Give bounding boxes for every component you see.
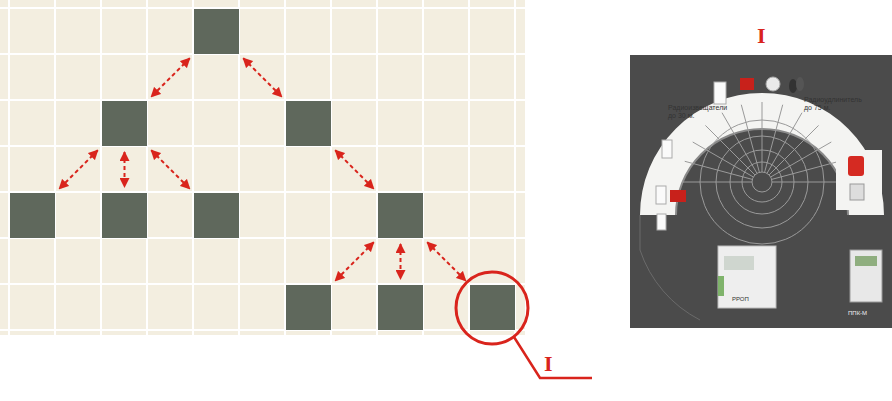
callout-number: I: [544, 352, 574, 376]
network-node: [378, 285, 423, 330]
network-node: [10, 193, 55, 238]
highlight-circle: [456, 272, 528, 344]
link-arrow: [243, 58, 282, 97]
link-arrow: [151, 58, 190, 97]
network-node: [102, 193, 147, 238]
link-arrow: [151, 150, 190, 189]
network-node: [286, 101, 331, 146]
link-arrow: [427, 242, 466, 281]
grid-field: [0, 0, 525, 335]
link-arrow: [335, 242, 374, 281]
link-arrow: [59, 150, 98, 189]
network-node: [194, 9, 239, 54]
device-label: РРОП: [732, 296, 772, 303]
network-node: [470, 285, 515, 330]
leader-line: [514, 337, 592, 378]
link-arrow: [400, 244, 402, 279]
device-label: Радиоудлинитель до 75 м.: [804, 96, 862, 111]
link-arrow: [335, 150, 374, 189]
system-panel: [630, 55, 892, 328]
network-node: [194, 193, 239, 238]
network-node: [378, 193, 423, 238]
device-label: ППК-М: [848, 310, 888, 317]
device-label: Радиоизвещатели до 30 м.: [668, 104, 728, 119]
network-node: [102, 101, 147, 146]
network-node: [286, 285, 331, 330]
callout-number: I: [757, 24, 787, 48]
link-arrow: [124, 152, 126, 187]
